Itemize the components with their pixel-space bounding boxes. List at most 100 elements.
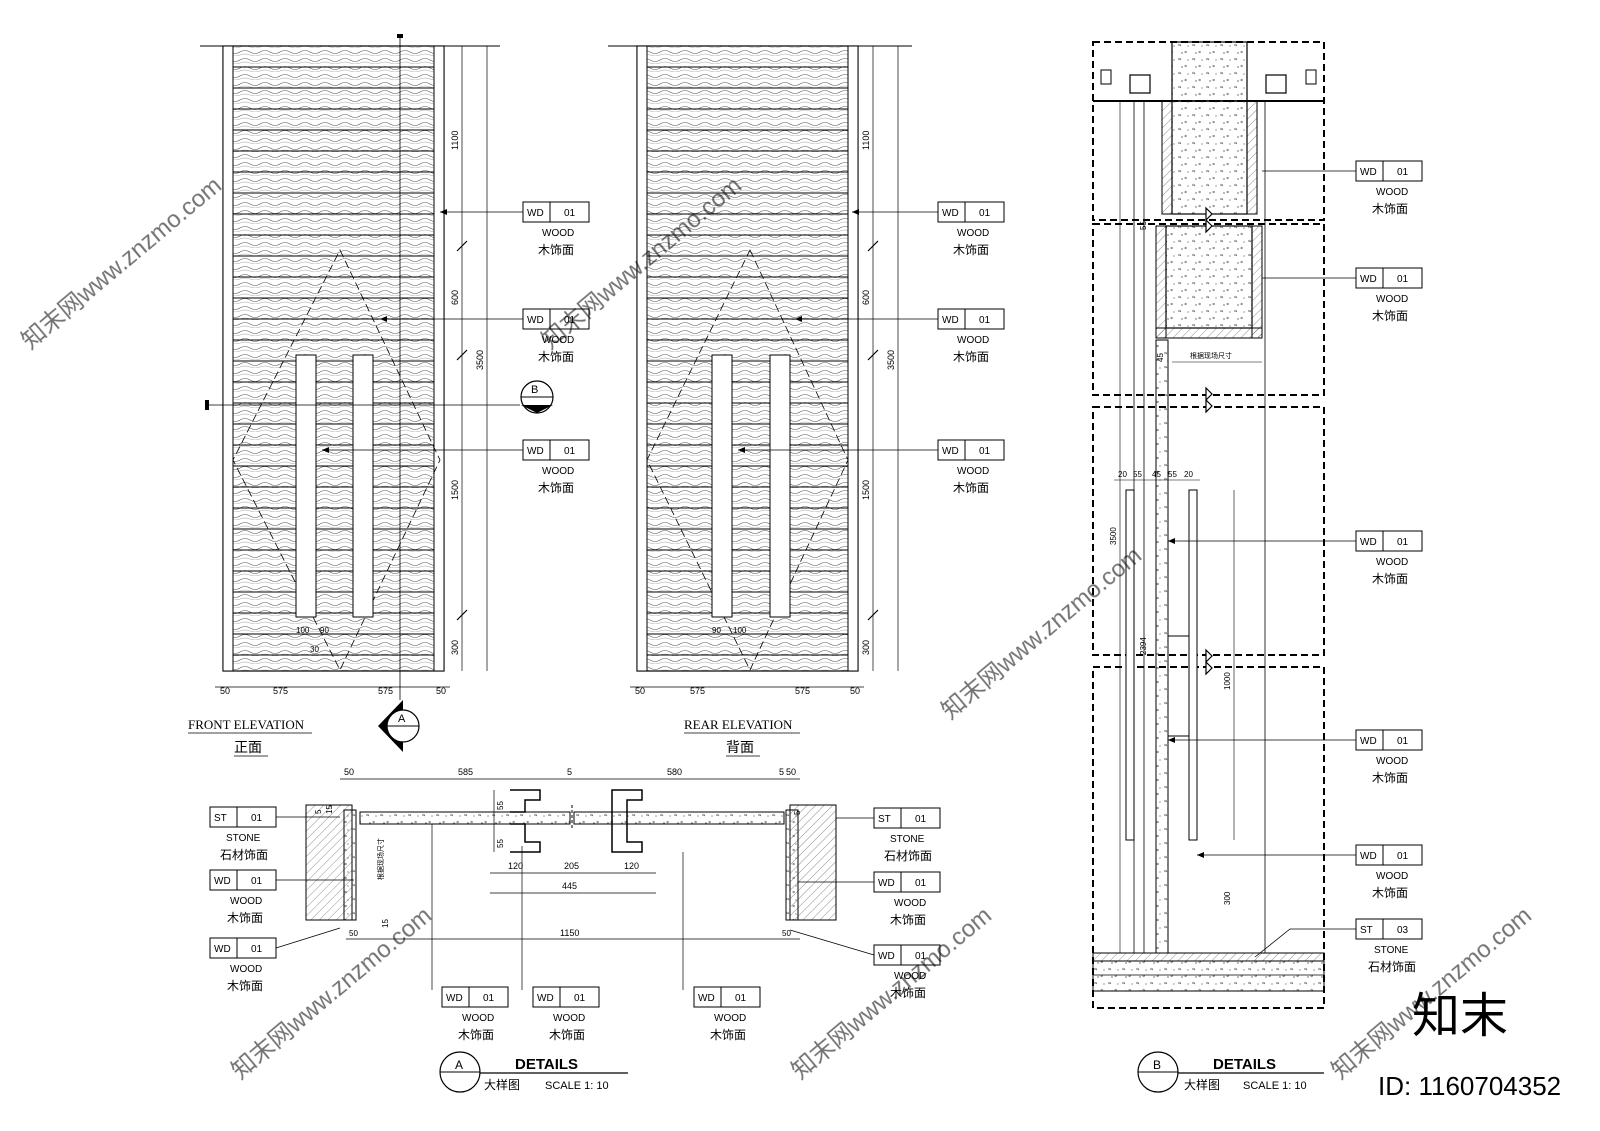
material-tag: WD 01 WOOD 木饰面: [1168, 530, 1423, 586]
svg-text:木饰面: 木饰面: [538, 481, 574, 495]
svg-text:50: 50: [349, 929, 358, 938]
svg-text:WD: WD: [878, 878, 895, 889]
svg-text:大样图: 大样图: [484, 1077, 520, 1092]
svg-text:01: 01: [1397, 537, 1409, 548]
svg-text:SCALE 1: 10: SCALE 1: 10: [545, 1080, 609, 1092]
detail-a-tags-right: ST 01 STONE 石材饰面 WD 01 WOOD 木饰面 WD 01 WO…: [789, 807, 941, 1000]
material-tag: WD 01 WOOD 木饰面: [209, 927, 341, 993]
svg-text:WOOD: WOOD: [1376, 187, 1408, 198]
svg-text:01: 01: [1397, 274, 1409, 285]
svg-text:01: 01: [915, 951, 927, 962]
detail-a-title-block: A DETAILS 大样图 SCALE 1: 10: [439, 1051, 628, 1093]
svg-text:3500: 3500: [1109, 527, 1118, 545]
svg-text:580: 580: [667, 767, 682, 777]
svg-text:445: 445: [562, 881, 577, 891]
detail-a-plan: 50 585 5 580 5 50 55 55 120 205 120 445 …: [305, 767, 837, 990]
front-elevation: 1100 600 3500 1500 300 50 575 575 50 100…: [188, 34, 554, 757]
svg-text:55: 55: [1168, 470, 1177, 479]
svg-text:585: 585: [458, 767, 473, 777]
svg-text:WOOD: WOOD: [894, 971, 926, 982]
svg-text:木饰面: 木饰面: [710, 1028, 746, 1042]
watermark-id: ID: 1160704352: [1378, 1071, 1561, 1101]
svg-text:5: 5: [314, 809, 323, 814]
svg-text:DETAILS: DETAILS: [1213, 1056, 1276, 1073]
svg-text:WD: WD: [1360, 537, 1377, 548]
svg-text:WD: WD: [214, 876, 231, 887]
svg-text:WOOD: WOOD: [230, 964, 262, 975]
svg-text:01: 01: [979, 208, 991, 219]
svg-text:55: 55: [496, 801, 505, 810]
svg-text:WD: WD: [527, 446, 544, 457]
svg-text:WD: WD: [1360, 851, 1377, 862]
detail-b-dims: 20 55 45 55 20 3500 2394 1000 300 55 45 …: [1109, 101, 1262, 953]
svg-text:木饰面: 木饰面: [1372, 771, 1408, 785]
dim-575-right: 575: [378, 686, 393, 696]
ceiling-bracket-right: [1265, 69, 1317, 94]
svg-text:WOOD: WOOD: [1376, 294, 1408, 305]
svg-text:03: 03: [1397, 925, 1409, 936]
svg-text:45: 45: [1152, 470, 1161, 479]
dim-50-left: 50: [635, 686, 645, 696]
svg-text:木饰面: 木饰面: [458, 1028, 494, 1042]
svg-text:5: 5: [779, 767, 784, 777]
svg-text:A: A: [455, 1058, 463, 1072]
svg-text:木饰面: 木饰面: [227, 911, 263, 925]
svg-text:木饰面: 木饰面: [549, 1028, 585, 1042]
svg-text:木饰面: 木饰面: [890, 913, 926, 927]
dim-50-right: 50: [850, 686, 860, 696]
front-elevation-title-cn: 正面: [234, 739, 262, 755]
detail-a-tags-bottom: WD 01 WOOD 木饰面 WD 01 WOOD 木饰面 WD 01 WOOD…: [441, 986, 761, 1042]
svg-text:01: 01: [1397, 851, 1409, 862]
dim-50-right: 50: [436, 686, 446, 696]
material-tag: WD 01 WOOD 木饰面: [209, 869, 354, 925]
svg-text:B: B: [531, 384, 538, 396]
svg-text:WOOD: WOOD: [553, 1013, 585, 1024]
svg-text:WOOD: WOOD: [1376, 557, 1408, 568]
material-tag: ST 01 STONE 石材饰面: [836, 807, 941, 863]
material-tag: WD 01 WOOD 木饰面: [798, 871, 941, 927]
dim-600: 600: [450, 290, 460, 305]
material-tag: WD 01 WOOD 木饰面: [380, 308, 590, 364]
svg-text:01: 01: [564, 446, 576, 457]
svg-text:15: 15: [381, 919, 390, 928]
dim-300: 300: [450, 640, 460, 655]
svg-text:5: 5: [793, 810, 802, 815]
detail-b-section: 20 55 45 55 20 3500 2394 1000 300 55 45 …: [1092, 41, 1325, 1009]
svg-text:木饰面: 木饰面: [1372, 202, 1408, 216]
svg-text:55: 55: [496, 839, 505, 848]
svg-text:ST: ST: [878, 814, 891, 825]
svg-text:WD: WD: [1360, 167, 1377, 178]
svg-text:01: 01: [251, 813, 263, 824]
ceiling-bracket-left: [1100, 69, 1151, 94]
svg-text:WOOD: WOOD: [957, 466, 989, 477]
svg-text:木饰面: 木饰面: [890, 986, 926, 1000]
svg-text:50: 50: [786, 767, 796, 777]
svg-text:WOOD: WOOD: [1376, 756, 1408, 767]
dim-1500: 1500: [450, 480, 460, 500]
svg-text:ST: ST: [214, 813, 227, 824]
svg-text:WOOD: WOOD: [957, 228, 989, 239]
svg-text:20: 20: [1118, 470, 1127, 479]
dim-handle-30: 30: [310, 645, 319, 654]
svg-text:01: 01: [251, 944, 263, 955]
svg-text:石材饰面: 石材饰面: [1368, 960, 1416, 974]
svg-text:木饰面: 木饰面: [1372, 572, 1408, 586]
svg-text:5: 5: [567, 767, 572, 777]
svg-text:WD: WD: [942, 446, 959, 457]
svg-text:WD: WD: [527, 315, 544, 326]
svg-text:50: 50: [782, 929, 791, 938]
svg-text:01: 01: [979, 446, 991, 457]
svg-text:WD: WD: [878, 951, 895, 962]
svg-text:WD: WD: [214, 944, 231, 955]
svg-text:WOOD: WOOD: [230, 896, 262, 907]
material-tag: WD 01 WOOD 木饰面: [441, 986, 509, 1042]
svg-text:WOOD: WOOD: [1376, 871, 1408, 882]
section-mark-a: A: [378, 700, 420, 752]
svg-text:WOOD: WOOD: [542, 228, 574, 239]
site-note: 根据现场尺寸: [1190, 351, 1232, 360]
svg-text:STONE: STONE: [1374, 945, 1409, 956]
svg-text:木饰面: 木饰面: [953, 243, 989, 257]
svg-text:1000: 1000: [1223, 672, 1232, 690]
material-tag: WD 01 WOOD 木饰面: [1197, 844, 1423, 900]
